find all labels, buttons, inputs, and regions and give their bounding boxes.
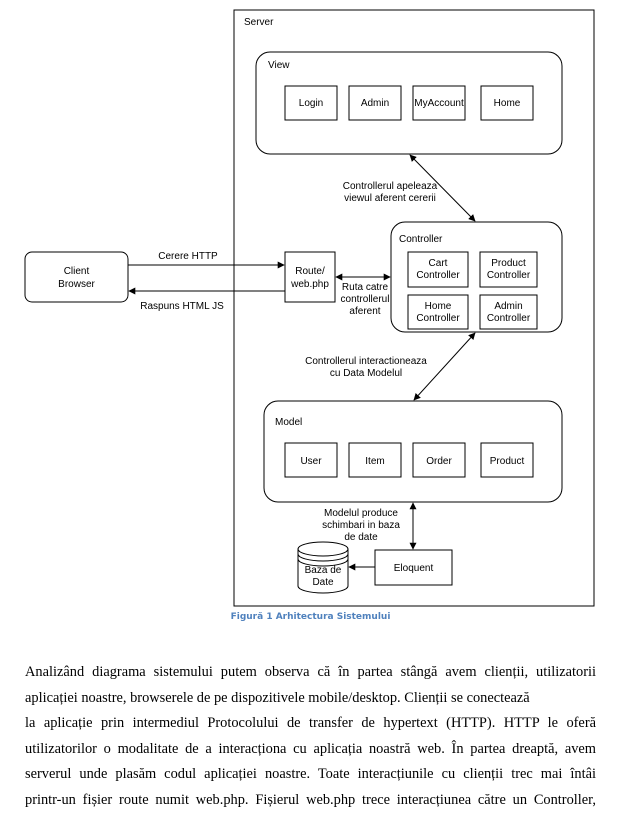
model-db-label-3: de date xyxy=(344,532,378,543)
view-login-label: Login xyxy=(299,98,323,109)
route-box: Route/web.php xyxy=(284,251,336,303)
product-controller-label-1: Product xyxy=(491,258,526,269)
model-order-label: Order xyxy=(426,456,452,467)
controller-model-label-2: cu Data Modelul xyxy=(330,368,402,379)
view-admin-box: Admin xyxy=(348,85,402,121)
body-paragraph: Analizând diagrama sistemului putem obse… xyxy=(25,660,596,813)
svg-text:Route/web.php: Route/web.php xyxy=(290,266,329,290)
route-label-2: web.php xyxy=(290,279,329,290)
model-db-label-2: schimbari in baza xyxy=(322,520,400,531)
eloquent-box: Eloquent xyxy=(374,549,453,586)
view-home-label: Home xyxy=(494,98,521,109)
view-login-box: Login xyxy=(284,85,338,121)
route-controller-label-2: controllerul xyxy=(341,294,390,305)
admin-controller-label-1: Admin xyxy=(494,301,522,312)
cart-controller-label-2: Controller xyxy=(416,270,460,281)
view-home-box: Home xyxy=(480,85,534,121)
model-item-box: Item xyxy=(348,442,402,478)
view-myaccount-label: MyAccount xyxy=(414,98,464,109)
admin-controller-label-2: Controller xyxy=(487,313,531,324)
controller-model-label-1: Controllerul interactioneaza xyxy=(305,356,427,367)
model-item-label: Item xyxy=(365,456,384,467)
architecture-diagram: Server View Login Admin MyAccount Home C… xyxy=(24,9,595,607)
eloquent-label: Eloquent xyxy=(394,563,434,574)
database-label-1: Baza de xyxy=(305,565,342,576)
controller-view-label-1: Controllerul apeleaza xyxy=(343,181,438,192)
view-myaccount-box: MyAccount xyxy=(412,85,466,121)
controller-view-arrow xyxy=(409,154,476,222)
paragraph-line: serverul unde plasăm codul aplicației no… xyxy=(25,766,596,782)
model-product-label: Product xyxy=(490,456,525,467)
view-title: View xyxy=(268,60,290,71)
figure-caption: Figură 1 Arhitectura Sistemului xyxy=(230,612,391,622)
paragraph-line: Analizând diagrama sistemului putem obse… xyxy=(25,664,596,680)
client-label-1: Client xyxy=(64,266,90,277)
paragraph-line: la aplicație prin intermediul Protocolul… xyxy=(25,715,596,731)
model-title: Model xyxy=(275,417,302,428)
model-order-box: Order xyxy=(412,442,466,478)
paragraph-line: aplicației noastre, browserele de pe dis… xyxy=(25,689,530,706)
controller-model-arrow xyxy=(413,332,476,401)
route-controller-label-1: Ruta catre xyxy=(342,282,389,293)
controller-view-label-2: viewul aferent cererii xyxy=(344,193,436,204)
view-group xyxy=(255,51,563,155)
product-controller-label-2: Controller xyxy=(487,270,531,281)
paragraph-line: utilizatorilor o modalitate de a interac… xyxy=(25,740,596,757)
cart-controller-label-1: Cart xyxy=(429,258,448,269)
model-user-label: User xyxy=(300,456,322,467)
model-product-box: Product xyxy=(480,442,534,478)
server-label: Server xyxy=(244,17,274,28)
model-db-label-1: Modelul produce xyxy=(324,508,398,519)
paragraph-line: printr-un fișier route numit web.php. Fi… xyxy=(25,791,596,808)
http-request-label: Cerere HTTP xyxy=(158,251,218,262)
model-user-box: User xyxy=(284,442,338,478)
http-response-label: Raspuns HTML JS xyxy=(140,301,224,312)
home-controller-label-2: Controller xyxy=(416,313,460,324)
route-controller-label-3: aferent xyxy=(349,306,380,317)
controller-title: Controller xyxy=(399,234,443,245)
view-admin-label: Admin xyxy=(361,98,389,109)
home-controller-label-1: Home xyxy=(425,301,452,312)
route-label-1: Route/ xyxy=(295,266,325,277)
client-label-2: Browser xyxy=(58,279,95,290)
database-label-2: Date xyxy=(312,577,334,588)
